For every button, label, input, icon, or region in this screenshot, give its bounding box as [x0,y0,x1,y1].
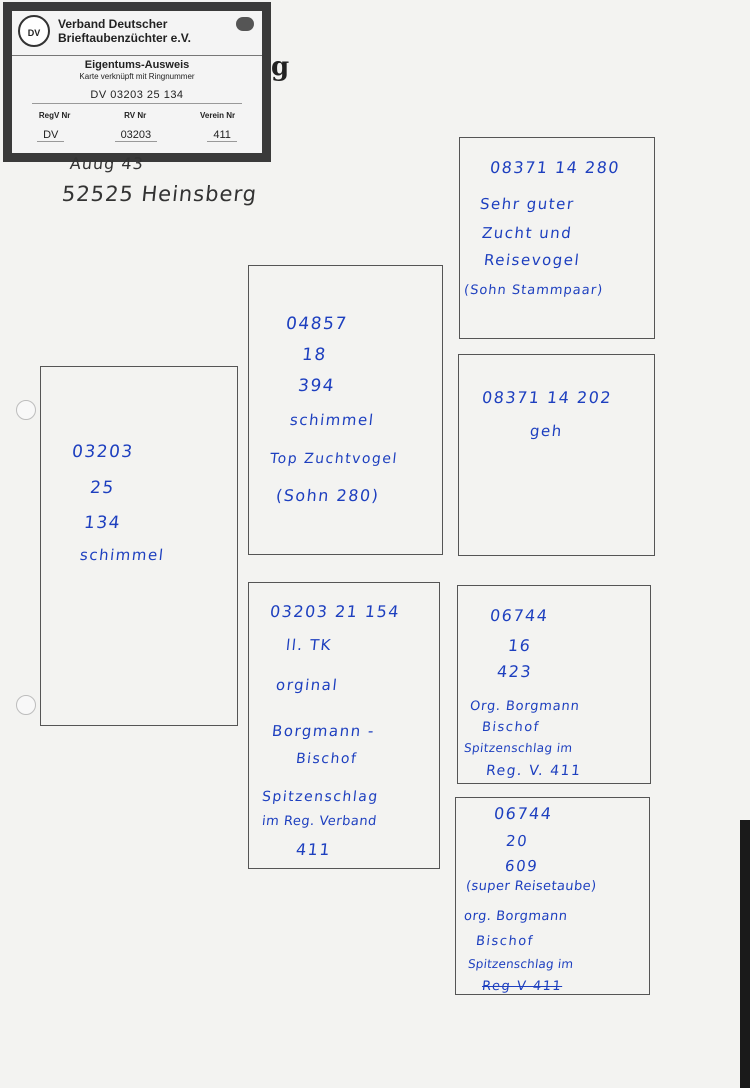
address-line1: Auug 43 [69,154,145,173]
note-right1-1: 08371 14 280 [489,158,622,177]
note-right2-1: 08371 14 202 [481,388,614,407]
note-midtop-2: 18 [301,345,328,365]
note-right2-2: geh [529,422,564,440]
association-name-line2: Brieftaubenzüchter e.V. [58,31,191,45]
note-midbottom-2: ll. TK [285,636,333,654]
note-right4-2: 20 [505,832,530,850]
note-right3-3: 423 [496,662,534,681]
note-right1-3: Zucht und [481,224,574,242]
note-midbottom-1: 03203 21 154 [269,602,402,621]
page-edge-shadow [740,820,750,1088]
note-midtop-6: (Sohn 280) [275,486,381,505]
note-right3-5: Bischof [481,720,541,735]
ownership-card: DV Verband Deutscher Brieftaubenzüchter … [3,2,271,162]
rv-label: RV Nr [124,111,147,120]
note-right3-4: Org. Borgmann [469,699,581,714]
regv-value: DV [37,129,65,142]
note-right3-1: 06744 [489,606,550,625]
note-right1-4: Reisevogel [483,251,582,269]
note-midtop-1: 04857 [285,314,349,334]
note-midtop-3: 394 [297,376,337,396]
note-right4-4: (super Reisetaube) [465,879,598,894]
ring-number: DV 03203 25 134 [32,89,242,104]
pigeon-box-right-1 [459,137,655,339]
card-column-labels: RegV Nr RV Nr Verein Nr [12,111,262,120]
note-right4-7: Spitzenschlag im [467,957,575,971]
note-left-2: 25 [89,478,116,498]
pigeon-icon [236,17,254,31]
note-right4-6: Bischof [475,934,535,949]
note-right4-1: 06744 [493,804,554,823]
note-left-3: 134 [83,513,123,533]
note-midbottom-6: Spitzenschlag [261,789,380,805]
note-left-4: schimmel [79,546,166,564]
regv-label: RegV Nr [38,111,71,120]
note-right1-5: (Sohn Stammpaar) [463,283,604,298]
punch-hole-top [16,400,36,420]
note-midtop-5: Top Zuchtvogel [269,451,399,467]
note-right4-5: org. Borgmann [463,909,569,924]
card-column-values: DV 03203 411 [12,129,262,142]
note-right3-2: 16 [507,636,533,655]
pigeon-box-right-3 [457,585,651,784]
association-name-line1: Verband Deutscher [58,17,168,31]
note-right3-7: Reg. V. 411 [485,763,583,779]
punch-hole-bottom [16,695,36,715]
card-header: DV Verband Deutscher Brieftaubenzüchter … [12,11,262,56]
note-midbottom-8: 411 [295,840,333,859]
association-name: Verband Deutscher Brieftaubenzüchter e.V… [58,17,191,45]
heading-fragment: g [271,52,290,82]
note-left-1: 03203 [71,442,135,462]
note-midbottom-4: Borgmann - [271,722,376,740]
rv-value: 03203 [114,129,158,142]
pigeon-box-left [40,366,238,726]
card-subtitle: Karte verknüpft mit Ringnummer [79,72,195,81]
note-right1-2: Sehr guter [479,195,576,213]
pigeon-box-mid-bottom [248,582,440,869]
card-title: Eigentums-Ausweis [84,59,190,71]
note-right3-6: Spitzenschlag im [463,741,574,755]
note-midbottom-5: Bischof [295,751,359,767]
address-line2: 52525 Heinsberg [60,182,259,206]
note-right4-8: Reg V 411 [481,979,563,994]
pigeon-box-right-2 [458,354,655,556]
note-midbottom-3: orginal [275,676,340,694]
note-midbottom-7: im Reg. Verband [261,814,378,829]
verein-label: Verein Nr [199,111,236,120]
note-right4-3: 609 [504,857,540,875]
association-logo: DV [18,15,50,47]
verein-value: 411 [207,129,237,142]
pigeon-box-mid-top [248,265,443,555]
note-midtop-4: schimmel [289,411,376,429]
pigeon-box-right-4 [455,797,650,995]
